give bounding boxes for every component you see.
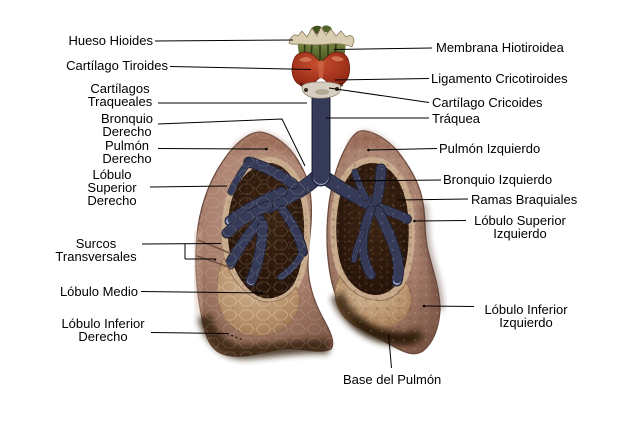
- label-ramas-braquiales: Ramas Braquiales: [471, 192, 578, 207]
- label-surcos-transversales: Surcos Transversales: [55, 236, 137, 264]
- leader-pulmon-derecho: [157, 148, 267, 150]
- label-cartilago-tiroides: Cartílago Tiroides: [66, 58, 168, 73]
- label-lobulo-medio: Lóbulo Medio: [59, 284, 138, 299]
- label-pulmon-derecho: Pulmón Derecho: [102, 138, 152, 166]
- label-traquea: Tráquea: [432, 111, 480, 126]
- leader-lobulo-inferior-derecho: [150, 332, 244, 341]
- hyoid-bone: [288, 26, 355, 48]
- leader-ligamento-cricotiroides: [334, 78, 430, 81]
- label-base-del-pulmon: Base del Pulmón: [343, 372, 442, 387]
- label-bronquio-derecho: Bronquio Derecho: [100, 111, 154, 139]
- leader-bronquio-izquierdo: [349, 179, 442, 182]
- leader-pulmon-izquierdo: [368, 148, 438, 151]
- transverse-grooves: [196, 239, 234, 270]
- leader-ramas-braquiales: [396, 198, 469, 201]
- label-cartilagos-traqueales: Cartílagos Traqueales: [87, 81, 153, 109]
- larynx: [288, 25, 355, 99]
- leader-bronquio-derecho: [157, 118, 306, 167]
- label-lobulo-superior-derecho: Lóbulo Superior Derecho: [87, 167, 137, 208]
- leader-cartilago-tiroides: [169, 66, 312, 70]
- label-membrana-hiotiroidea: Membrana Hiotiroidea: [436, 40, 564, 55]
- label-lobulo-inferior-derecho: Lóbulo Inferior Derecho: [61, 316, 145, 344]
- label-lobulo-superior-izquierdo: Lóbulo Superior Izquierdo: [474, 213, 566, 241]
- leader-base-del-pulmon: [388, 333, 392, 369]
- leader-lobulo-superior-derecho: [149, 185, 228, 188]
- leader-membrana-hiotiroidea: [333, 47, 433, 50]
- leader-lobulo-inferior-izquierdo: [424, 305, 475, 307]
- leader-cartilago-cricoides: [328, 87, 430, 103]
- label-cartilago-cricoides: Cartílago Cricoides: [432, 95, 543, 110]
- leader-hueso-hioides: [154, 39, 294, 42]
- label-bronquio-izquierdo: Bronquio Izquierdo: [443, 172, 553, 187]
- label-lobulo-inferior-izquierdo: Lóbulo Inferior Izquierdo: [484, 302, 568, 330]
- leader-lines: [140, 39, 475, 369]
- leader-surcos-transversales: [141, 243, 222, 261]
- leader-lobulo-medio: [140, 291, 262, 294]
- label-pulmon-izquierdo: Pulmón Izquierdo: [439, 141, 541, 156]
- label-hueso-hioides: Hueso Hioides: [68, 33, 153, 48]
- leader-lobulo-superior-izquierdo: [415, 220, 467, 222]
- label-ligamento-cricotiroides: Ligamento Cricotiroides: [431, 71, 568, 86]
